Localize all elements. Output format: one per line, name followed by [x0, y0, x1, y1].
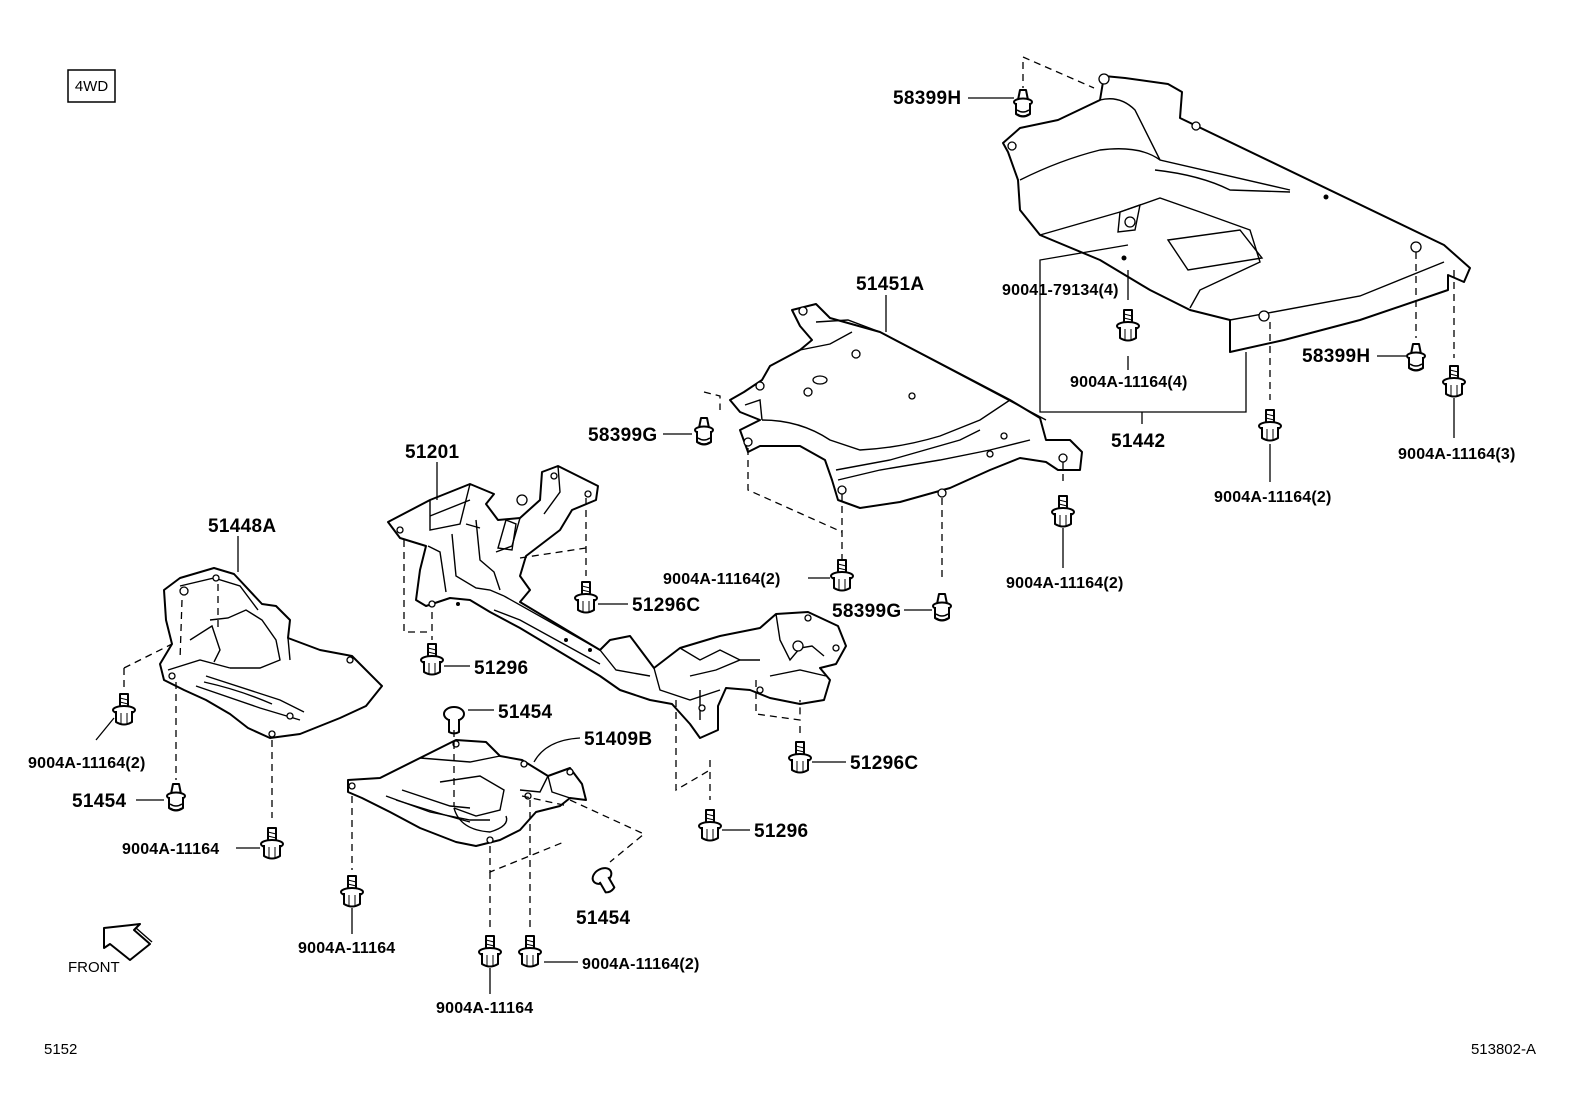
- label-9004A-11164-2-left: 9004A-11164(2): [28, 755, 146, 772]
- label-58399G-mid: 58399G: [832, 601, 901, 622]
- label-51201: 51201: [405, 442, 459, 463]
- front-label: FRONT: [68, 959, 120, 976]
- dash-guides-51409B: [351, 730, 646, 930]
- bolt-51296C-top: [574, 581, 598, 614]
- bolt-9004A-11164-2-mid: [830, 559, 854, 592]
- rivet-51454-bottom: [591, 867, 616, 894]
- label-9004A-11164-4: 9004A-11164(4): [1070, 374, 1188, 391]
- center-under-cover-51451A: [729, 303, 1083, 509]
- label-90041-79134-4: 90041-79134(4): [1002, 282, 1119, 299]
- label-9004A-11164-2-rr: 9004A-11164(2): [1214, 489, 1332, 506]
- bolt-9004A-11164-bottom-left: [340, 875, 364, 908]
- left-under-cover-51448A: [159, 567, 383, 739]
- label-58399H-top: 58399H: [893, 88, 961, 109]
- label-9004A-11164-2-mid: 9004A-11164(2): [663, 571, 781, 588]
- label-51451A: 51451A: [856, 274, 924, 295]
- lower-cover-51409B: [347, 739, 587, 847]
- front-arrow-icon: [103, 923, 153, 961]
- label-51442: 51442: [1111, 431, 1165, 452]
- label-51296-bottom: 51296: [754, 821, 808, 842]
- label-58399G-left: 58399G: [588, 425, 657, 446]
- variant-badge: 4WD: [67, 69, 116, 103]
- clip-58399H-top: [1013, 89, 1033, 118]
- section-code: 5152: [44, 1041, 77, 1058]
- label-51454-left: 51454: [72, 791, 126, 812]
- label-58399H-right: 58399H: [1302, 346, 1370, 367]
- bolt-9004A-11164-2-left: [112, 693, 136, 726]
- variant-badge-text: 4WD: [75, 78, 109, 95]
- dash-guides-51442: [1022, 56, 1455, 400]
- bolt-9004A-11164-2-rr: [1258, 409, 1282, 442]
- bolt-9004A-11164-2-bottom: [518, 935, 542, 968]
- bracket-51442: [1039, 244, 1247, 424]
- label-51409B: 51409B: [584, 729, 652, 750]
- label-51454-top: 51454: [498, 702, 552, 723]
- label-9004A-11164-bottom-left: 9004A-11164: [298, 940, 395, 957]
- bolt-9004A-11164-left: [260, 827, 284, 860]
- dash-guides-51448A: [123, 584, 273, 818]
- bolt-51296C-right: [788, 741, 812, 774]
- label-51296C-top: 51296C: [632, 595, 700, 616]
- crossmember-51201: [387, 465, 847, 739]
- figure-code: 513802-A: [1471, 1041, 1536, 1058]
- clip-58399G-left: [694, 417, 714, 446]
- clip-51454-left: [166, 783, 186, 812]
- clip-58399G-mid: [932, 593, 952, 622]
- label-51296-left: 51296: [474, 658, 528, 679]
- dash-guides-51451A: [703, 391, 1064, 580]
- label-9004A-11164-left: 9004A-11164: [122, 841, 219, 858]
- label-9004A-11164-2-bottom: 9004A-11164(2): [582, 956, 700, 973]
- dash-guides-51201: [403, 498, 801, 800]
- label-51296C-right: 51296C: [850, 753, 918, 774]
- label-9004A-11164-3: 9004A-11164(3): [1398, 446, 1516, 463]
- rear-under-cover-51442: [1002, 73, 1471, 353]
- rivet-51454-top: [443, 706, 465, 735]
- label-9004A-11164-bottom-mid: 9004A-11164: [436, 1000, 533, 1017]
- label-9004A-11164-2-right: 9004A-11164(2): [1006, 575, 1124, 592]
- label-51454-bottom: 51454: [576, 908, 630, 929]
- bolt-9004A-11164-2-right: [1051, 495, 1075, 528]
- bolt-9004A-11164-bottom-mid: [478, 935, 502, 968]
- label-51448A: 51448A: [208, 516, 276, 537]
- bolt-9004A-11164-3: [1442, 365, 1466, 398]
- bolt-51296-left: [420, 643, 444, 676]
- clip-58399H-right: [1406, 343, 1426, 372]
- bolt-51296-bottom: [698, 809, 722, 842]
- bolt-9004A-11164-4: [1116, 309, 1140, 342]
